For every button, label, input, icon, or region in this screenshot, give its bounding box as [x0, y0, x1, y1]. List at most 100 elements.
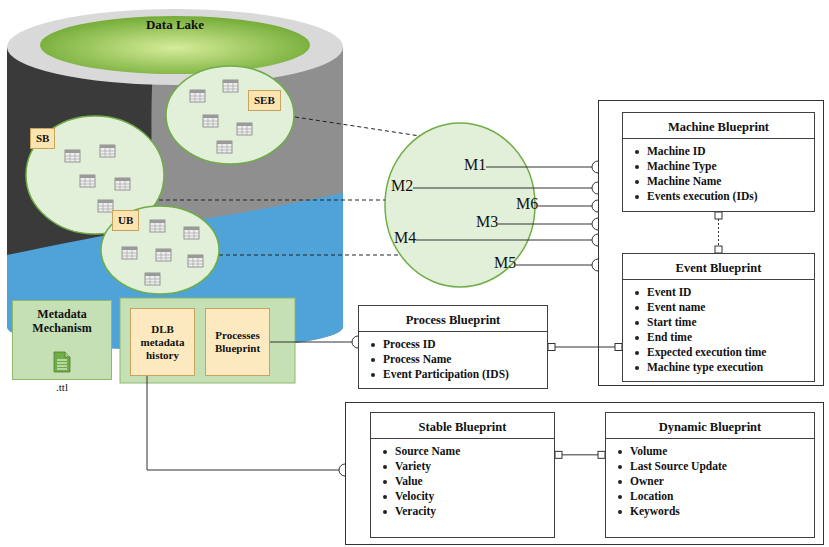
drawing [213, 118, 214, 127]
data-lake-cylinder: Data LakeSBSEBUBMetadata Mechanism.ttlDL… [5, 5, 345, 350]
interface-socket [339, 464, 345, 476]
blueprint-field: Location [630, 489, 808, 504]
connector [416, 234, 598, 246]
drawing [80, 184, 95, 185]
table-icon [145, 273, 160, 276]
drawing [105, 148, 106, 157]
connector-line [538, 206, 592, 207]
drawing [100, 151, 115, 152]
table-icon [80, 175, 95, 178]
blueprint-field: Variety [395, 459, 548, 474]
drawing [189, 230, 190, 239]
drawing [150, 229, 165, 230]
machine-circle: M2 [391, 177, 413, 199]
connector-line [562, 454, 598, 455]
connector [270, 336, 358, 348]
drawing [190, 96, 205, 97]
connector-line [555, 347, 615, 348]
drawing [75, 153, 76, 162]
connector-line [147, 376, 339, 470]
blueprint-box: Dynamic BlueprintVolumeLast Source Updat… [605, 412, 815, 538]
drawing [190, 99, 205, 100]
connector [555, 451, 605, 458]
table-icon [217, 141, 232, 153]
drawing [80, 181, 95, 182]
machine-circle: M6 [516, 195, 538, 217]
drawing [57, 363, 67, 364]
association-end [715, 212, 722, 219]
metadata-item-box: DLB metadata history [130, 308, 195, 376]
blueprint-header: Event Blueprint [623, 254, 814, 280]
connector-line [413, 188, 592, 189]
table-icon [223, 80, 238, 92]
ellipse-shape [165, 65, 295, 165]
drawing [161, 252, 162, 261]
drawing [65, 352, 70, 357]
connector [486, 161, 598, 173]
blueprint-header: Process Blueprint [359, 306, 547, 332]
blueprint-field: Keywords [630, 504, 808, 519]
blueprint-body: Process IDProcess NameEvent Participatio… [359, 332, 547, 388]
connector [147, 376, 345, 476]
machine-label: M6 [516, 195, 538, 212]
table-icon [156, 249, 171, 261]
interface-socket [592, 259, 598, 271]
blueprint-field: Owner [630, 474, 808, 489]
dashed-link [295, 117, 420, 136]
connector [538, 200, 598, 212]
table-icon [203, 115, 218, 127]
zone-label: SEB [248, 90, 281, 111]
drawing [228, 83, 229, 92]
table-icon [190, 90, 205, 93]
machine-ellipse [385, 123, 535, 287]
blueprint-box: Stable BlueprintSource NameVarietyValueV… [370, 412, 555, 538]
machine-label: M2 [391, 177, 413, 194]
file-icon [53, 351, 71, 373]
drawing [54, 352, 70, 372]
blueprint-header: Dynamic Blueprint [606, 413, 814, 439]
blueprint-field: Velocity [395, 489, 548, 504]
drawing [57, 366, 67, 367]
blueprint-body: Event IDEvent nameStart timeEnd timeExpe… [623, 280, 814, 381]
blueprint-box: Machine BlueprintMachine IDMachine TypeM… [622, 112, 815, 212]
drawing [115, 187, 130, 188]
drawing [115, 184, 130, 185]
drawing [100, 154, 115, 155]
blueprint-field: Machine Type [647, 159, 808, 174]
machine-label: M4 [394, 229, 416, 246]
blueprint-field: Event ID [647, 285, 808, 300]
blueprint-field: Value [395, 474, 548, 489]
blueprint-field: Start time [647, 315, 808, 330]
table-icon [188, 255, 203, 267]
drawing [132, 250, 133, 259]
drawing [125, 181, 126, 190]
machine-circle: M1 [464, 156, 486, 178]
drawing [127, 250, 128, 259]
interface-socket [592, 200, 598, 212]
blueprint-frame [346, 403, 824, 545]
blueprint-frame [599, 101, 824, 386]
table-icon [98, 200, 113, 203]
drawing [90, 178, 91, 187]
table-icon [184, 227, 199, 239]
blueprint-field: Process ID [383, 337, 541, 352]
drawing [122, 256, 137, 257]
machine-label: M5 [494, 254, 516, 271]
blueprint-field: Process Name [383, 352, 541, 367]
table-icon [100, 145, 115, 148]
drawing [57, 369, 67, 370]
blueprint-field: Machine Name [647, 174, 808, 189]
blueprint-box: Event BlueprintEvent IDEvent nameStart t… [622, 253, 815, 382]
drawing [156, 255, 171, 256]
drawing [242, 126, 243, 135]
metadata-box: Metadata Mechanism.ttl [12, 300, 112, 380]
blueprint-header: Stable Blueprint [371, 413, 554, 439]
drawing [227, 144, 228, 153]
table-icon [98, 200, 113, 212]
drawing [195, 93, 196, 102]
connector-line [416, 240, 592, 241]
blueprint-field: Veracity [395, 504, 548, 519]
drawing [98, 206, 113, 207]
blueprint-field: Events execution (IDs) [647, 189, 808, 204]
drawing [193, 258, 194, 267]
